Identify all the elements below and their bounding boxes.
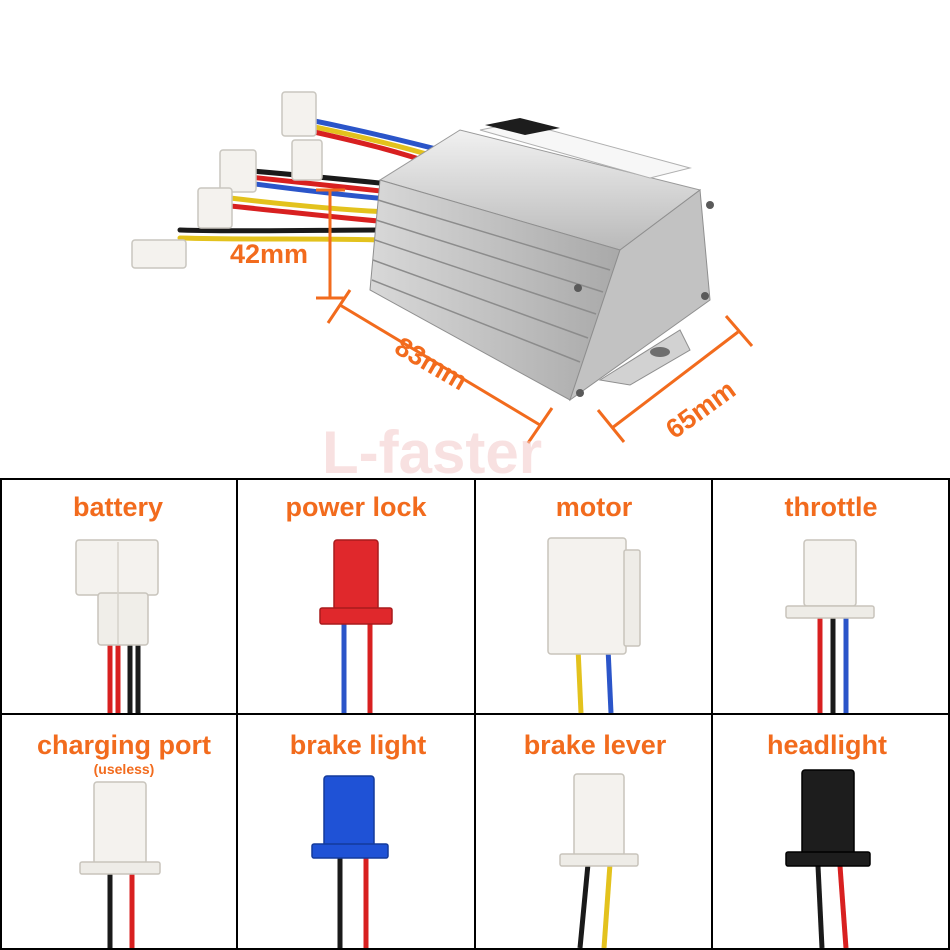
controller-box xyxy=(369,118,714,402)
connector-cell-battery: battery xyxy=(73,492,163,713)
length-dimension xyxy=(326,289,554,444)
controller-photo: 42mm 83mm 65mm L-faster xyxy=(131,91,754,478)
watermark: L-faster xyxy=(322,419,542,478)
length-label: 83mm xyxy=(390,331,473,396)
connector-label: power lock xyxy=(285,492,427,522)
connector-note: (useless) xyxy=(94,761,155,777)
power-lock-connector-icon xyxy=(319,539,393,713)
battery-connector-icon xyxy=(75,539,159,713)
connector-label: motor xyxy=(556,492,633,522)
brake-light-connector-icon xyxy=(311,775,389,948)
connector-label: brake light xyxy=(290,730,427,760)
connector-cell-charging-port: charging port (useless) xyxy=(37,730,211,948)
connector-label: charging port xyxy=(37,730,211,760)
connector-label: throttle xyxy=(785,492,878,522)
motor-connector-icon xyxy=(547,537,641,714)
connector-cell-motor: motor xyxy=(547,492,641,714)
connector-label: brake lever xyxy=(524,730,667,760)
height-label: 42mm xyxy=(230,239,308,269)
width-label: 65mm xyxy=(660,374,741,444)
throttle-connector-icon xyxy=(785,539,875,713)
wire-bundle xyxy=(177,115,443,243)
width-dimension xyxy=(596,315,754,443)
connector-cluster xyxy=(131,91,323,269)
height-dimension xyxy=(316,188,345,300)
connector-label: headlight xyxy=(767,730,887,760)
connector-label: battery xyxy=(73,492,163,522)
connector-cell-headlight: headlight xyxy=(767,730,887,949)
headlight-connector-icon xyxy=(785,769,871,949)
connector-cell-throttle: throttle xyxy=(785,492,878,713)
connector-grid: battery power lock motor xyxy=(0,478,950,950)
brake-lever-connector-icon xyxy=(559,773,639,949)
connector-cell-brake-light: brake light xyxy=(290,730,427,948)
charging-port-connector-icon xyxy=(79,781,161,948)
connector-cell-power-lock: power lock xyxy=(285,492,427,713)
grid-lines xyxy=(0,478,950,950)
connector-cell-brake-lever: brake lever xyxy=(524,730,667,949)
